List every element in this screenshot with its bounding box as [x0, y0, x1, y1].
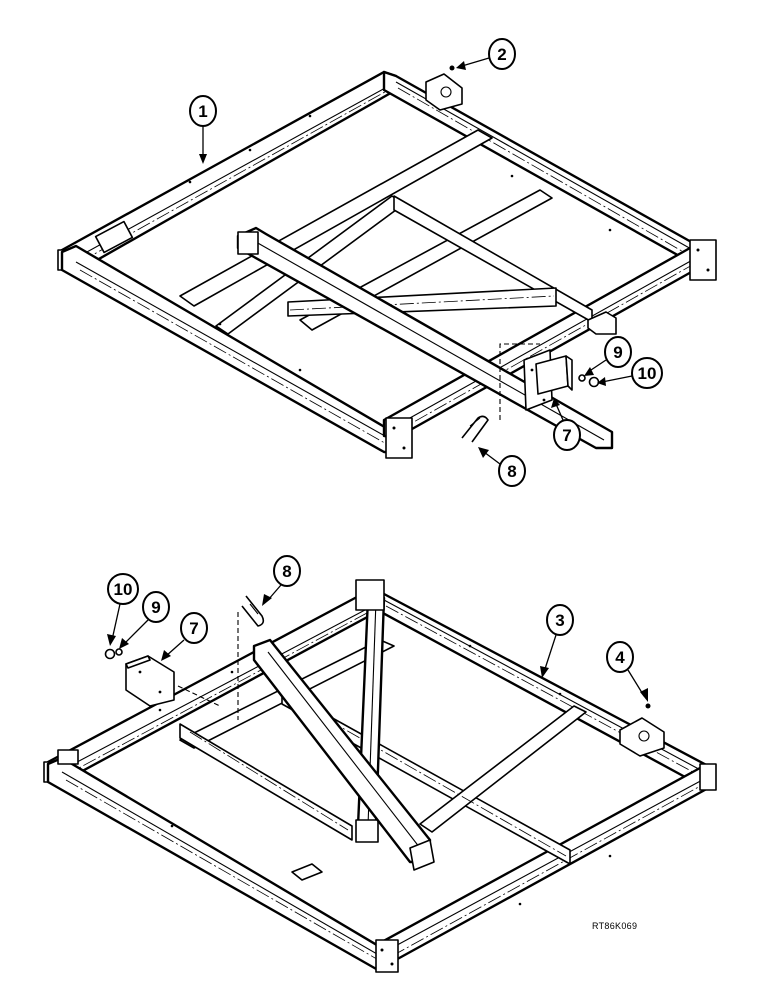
lower-right-rail: [368, 588, 714, 786]
callout-label: 3: [555, 611, 564, 630]
lower-hitch-receiver: [125, 655, 175, 707]
upper-center-tongue: [236, 226, 617, 450]
upper-u-bolt: [461, 415, 489, 443]
callout-label: 9: [613, 343, 622, 362]
lower-hitch-bracket: [619, 703, 665, 757]
upper-callout-7: 7: [551, 398, 581, 451]
lower-front-rail: [46, 756, 394, 972]
upper-front-rail: [60, 244, 402, 454]
upper-end-plates: [94, 220, 717, 459]
lower-nut: [104, 648, 116, 660]
lower-callout-3: 3: [540, 604, 574, 678]
lower-frame-assembly: 8 10 9 7 3 4: [43, 555, 717, 973]
upper-hitch-receiver: [523, 349, 573, 411]
lower-u-bolt: [241, 595, 265, 627]
callout-label: 4: [615, 648, 625, 667]
figure-reference-code: RT86K069: [592, 921, 637, 931]
lower-rail-holes: [158, 644, 612, 906]
upper-callout-1: 1: [189, 95, 217, 164]
callout-label: 7: [189, 619, 198, 638]
callout-label: 2: [497, 45, 506, 64]
lower-callout-10: 10: [107, 573, 139, 646]
lower-end-plates: [57, 749, 717, 973]
upper-lock-washer: [578, 374, 586, 382]
upper-callout-8: 8: [478, 447, 526, 487]
callout-label: 9: [151, 598, 160, 617]
upper-hitch-bracket: [425, 65, 463, 111]
upper-callout-2: 2: [456, 38, 516, 70]
lower-center-tongue: [252, 638, 435, 881]
callout-label: 8: [282, 562, 291, 581]
upper-frame-assembly: 1 2 9 10 7 8: [57, 38, 717, 487]
upper-nut: [588, 376, 600, 388]
upper-callout-9: 9: [584, 336, 632, 376]
callout-label: 7: [562, 426, 571, 445]
callout-label: 1: [198, 102, 207, 121]
lower-callout-4: 4: [606, 641, 648, 702]
upper-assembly-guide-line: [499, 343, 540, 420]
lower-callout-8: 8: [262, 555, 301, 606]
upper-callout-10: 10: [597, 357, 663, 389]
callout-label: 8: [507, 462, 516, 481]
callout-label: 10: [638, 364, 657, 383]
lower-lock-washer: [115, 648, 123, 656]
lower-callout-7: 7: [161, 612, 208, 661]
lower-callout-9: 9: [119, 591, 170, 649]
callout-label: 10: [114, 580, 133, 599]
upper-rail-holes: [188, 114, 612, 372]
